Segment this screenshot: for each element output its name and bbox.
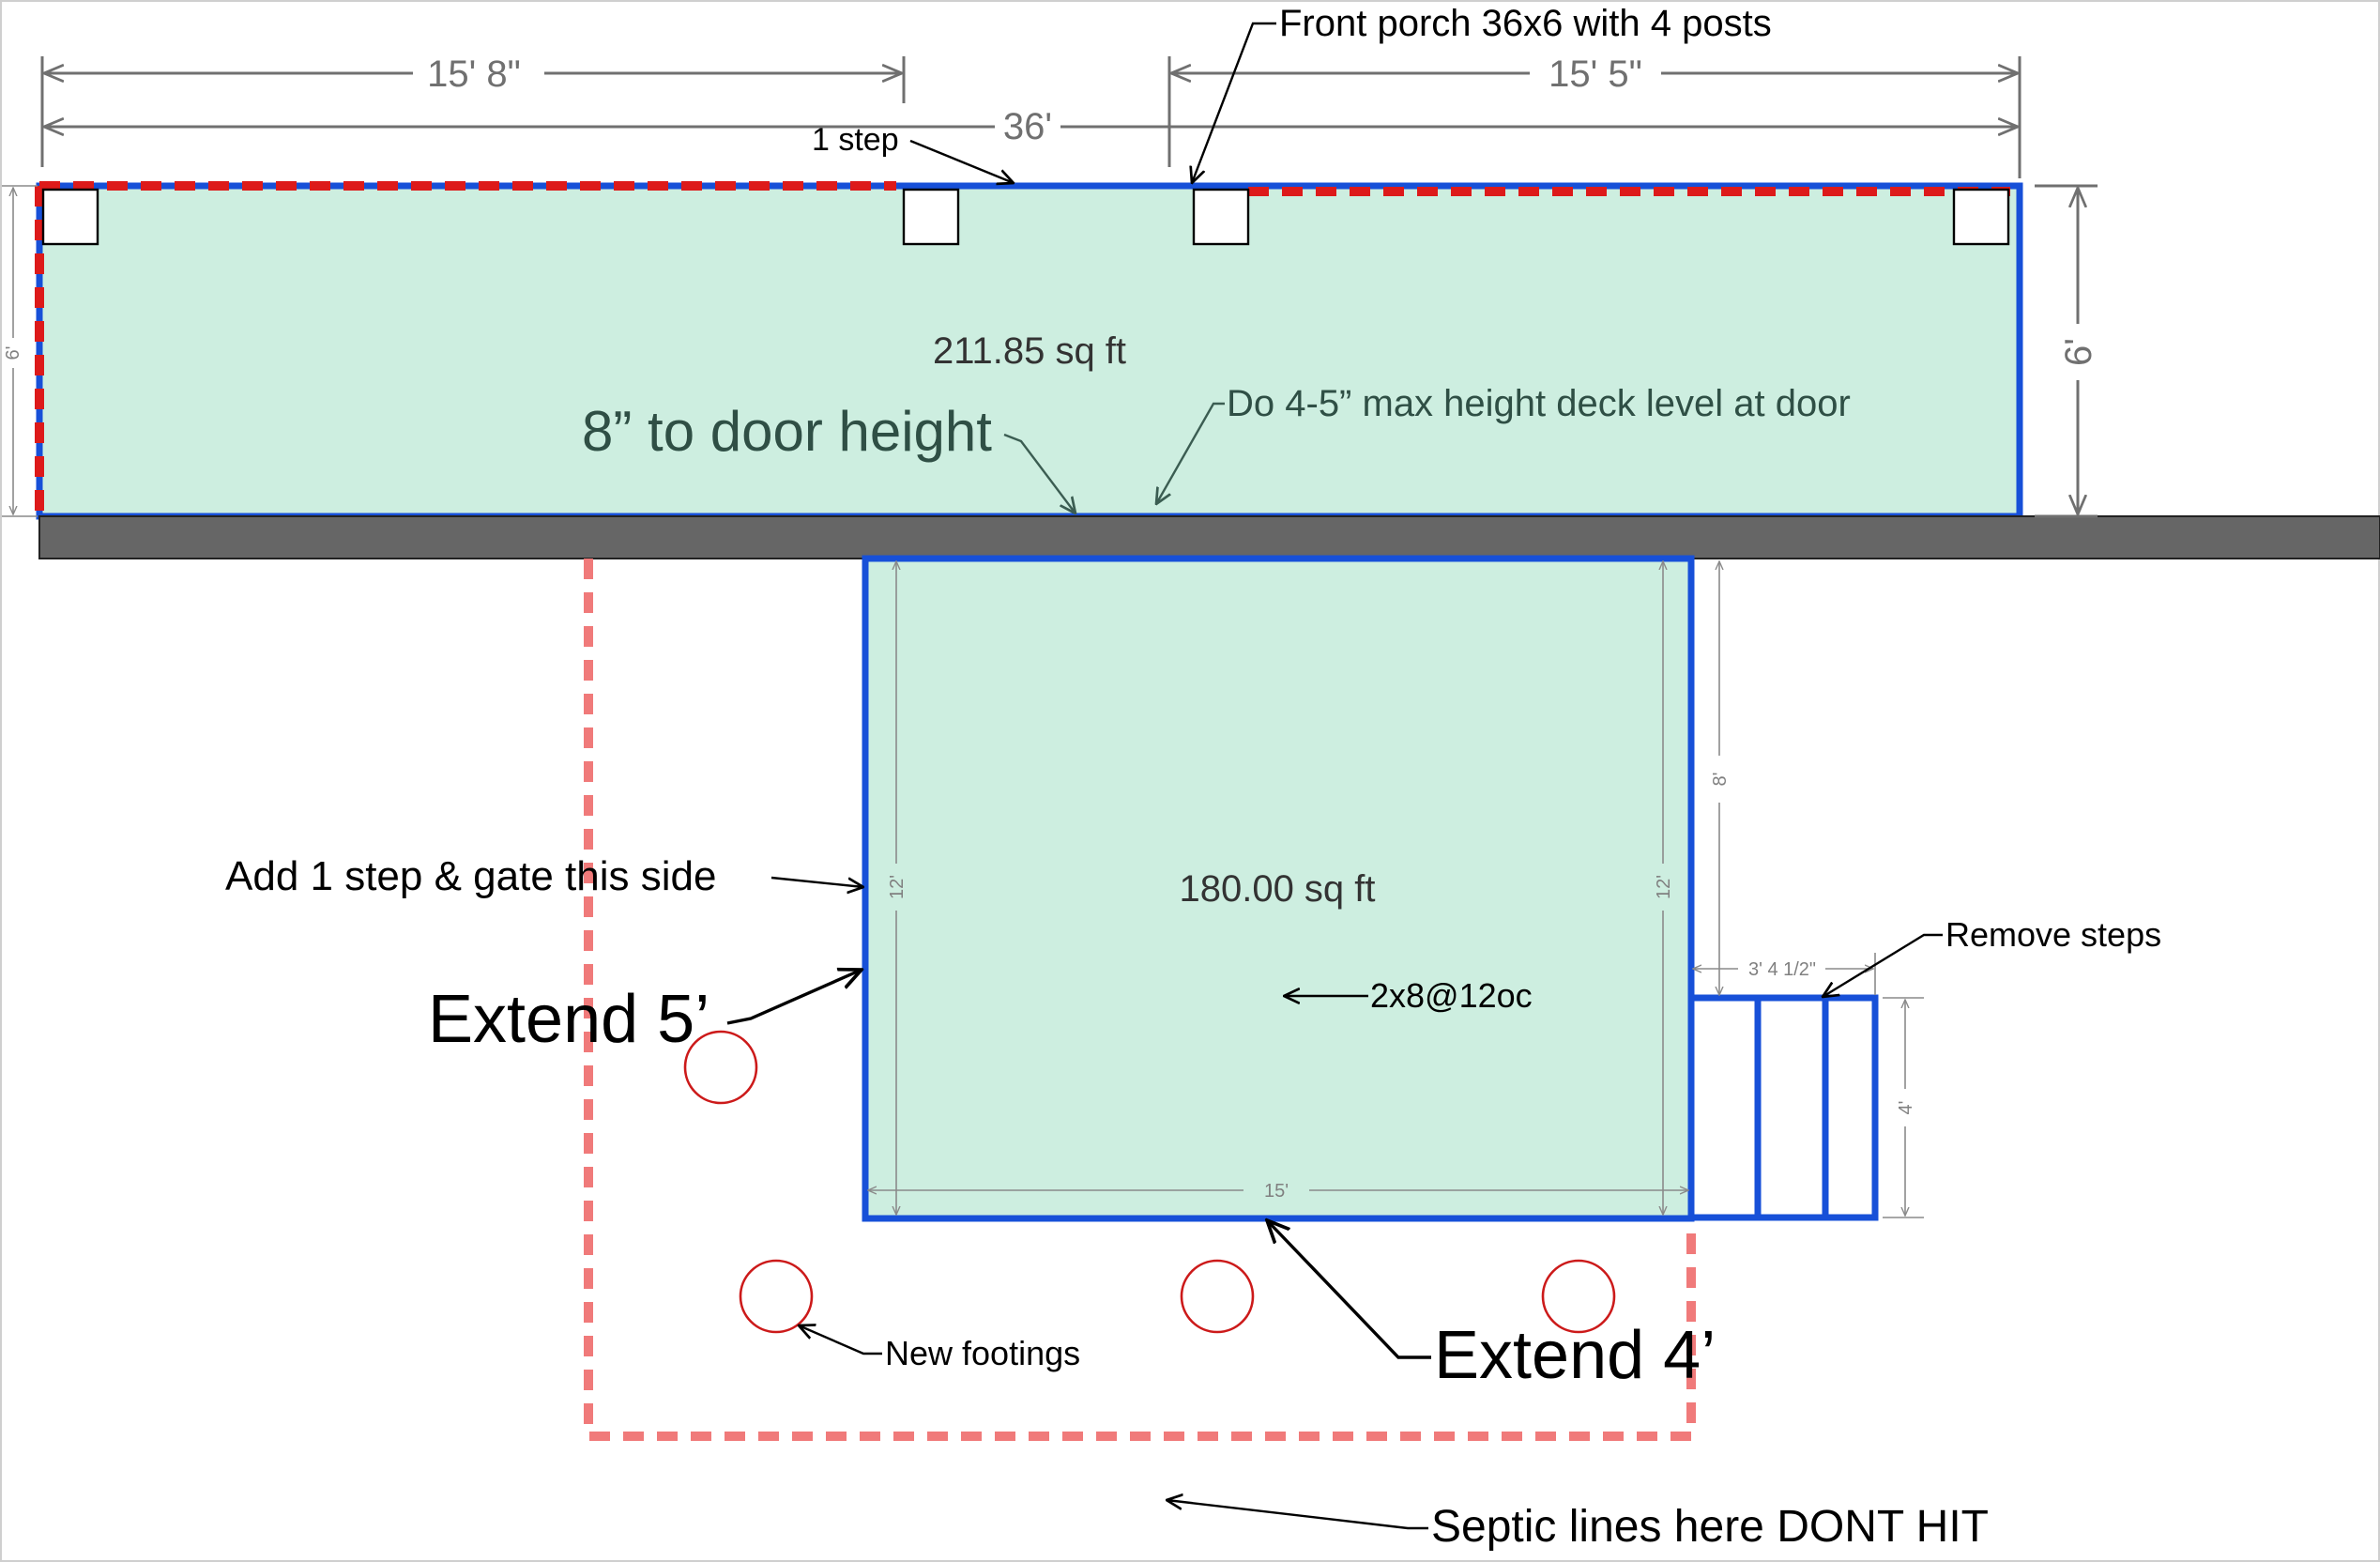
- annotation-front-porch: Front porch 36x6 with 4 posts: [1192, 3, 1772, 183]
- annotation-new-footings: New footings: [799, 1325, 1080, 1372]
- dim-deck-left-label: 12': [887, 875, 908, 899]
- stairs: [1687, 994, 1879, 1221]
- circle-footing-icon: [683, 1030, 758, 1105]
- dim-porch-right-label: 6': [2058, 338, 2099, 366]
- circle-footing-icon: [1541, 1259, 1616, 1334]
- annotation-deck-level: Do 4-5” max height deck level at door: [1156, 383, 1851, 504]
- add-step-gate-label: Add 1 step & gate this side: [225, 853, 716, 899]
- annotation-extend-4: Extend 4’: [1267, 1220, 1716, 1393]
- dim-deck-side-label: 8': [1710, 773, 1731, 787]
- dimension-deck-width: 15': [868, 1181, 1688, 1202]
- annotation-joists: 2x8@12oc: [1284, 976, 1533, 1015]
- circle-footing-icon: [739, 1259, 814, 1334]
- new-footings-label: New footings: [885, 1334, 1080, 1372]
- annotation-remove-steps: Remove steps: [1823, 915, 2161, 997]
- dim-steps-width-label: 3' 4 1/2": [1748, 959, 1816, 980]
- front-porch-label: Front porch 36x6 with 4 posts: [1279, 3, 1772, 44]
- square-post-icon: [1192, 188, 1250, 246]
- joists-label: 2x8@12oc: [1370, 976, 1533, 1015]
- annotation-one-step: 1 step: [812, 122, 1014, 183]
- extension-boundary-dashed: [584, 559, 1696, 1441]
- dimension-steps-width: 3' 4 1/2": [1693, 953, 1876, 995]
- dimension-deck-side-8ft: 8': [1710, 561, 1731, 995]
- rear-deck: [862, 555, 1695, 1222]
- dim-steps-height-label: 4': [1896, 1101, 1916, 1115]
- square-post-icon: [41, 188, 99, 246]
- dimension-porch-right-height: 6': [2035, 184, 2099, 518]
- extend-5-label: Extend 5’: [428, 982, 709, 1057]
- extend-4-label: Extend 4’: [1434, 1318, 1716, 1393]
- deck-area-label: 180.00 sq ft: [1179, 868, 1375, 910]
- circle-footing-icon: [1180, 1259, 1255, 1334]
- dimension-top-left: 15' 8": [40, 54, 906, 167]
- annotation-door-height: 8” to door height: [582, 400, 1076, 513]
- dimension-porch-left-height: 6': [2, 185, 38, 517]
- house-wall: [38, 515, 2380, 559]
- dimension-deck-right-height: 12': [1654, 561, 1674, 1215]
- one-step-label: 1 step: [812, 122, 899, 158]
- square-post-icon: [902, 188, 960, 246]
- dimension-deck-left-height: 12': [887, 561, 908, 1215]
- dimension-top-overall: 36': [44, 56, 2021, 178]
- door-height-label: 8” to door height: [582, 400, 992, 463]
- dim-top-overall-label: 36': [1003, 106, 1052, 147]
- dimension-top-right: 15' 5": [1167, 54, 2018, 167]
- dim-porch-left-label: 6': [3, 346, 23, 360]
- dim-deck-right-label: 12': [1654, 875, 1674, 899]
- dimension-steps-height: 4': [1883, 997, 1924, 1218]
- annotation-add-step-gate: Add 1 step & gate this side: [225, 853, 863, 899]
- remove-steps-label: Remove steps: [1945, 915, 2161, 954]
- porch-area-label: 211.85 sq ft: [933, 330, 1126, 372]
- square-post-icon: [1952, 188, 2010, 246]
- septic-label: Septic lines here DONT HIT: [1431, 1502, 1989, 1552]
- dim-top-left-label: 15' 8": [427, 54, 521, 95]
- annotation-septic: Septic lines here DONT HIT: [1167, 1500, 1989, 1552]
- annotation-extend-5: Extend 5’: [428, 970, 862, 1057]
- dim-deck-width-label: 15': [1264, 1181, 1289, 1202]
- dim-top-right-label: 15' 5": [1549, 54, 1642, 95]
- deck-level-label: Do 4-5” max height deck level at door: [1227, 383, 1851, 424]
